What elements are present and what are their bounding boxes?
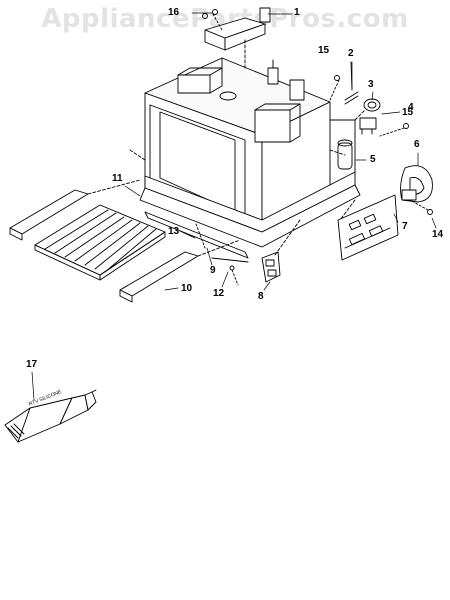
callout-1: 1 [294, 7, 300, 18]
callout-6: 6 [414, 139, 420, 150]
callout-7: 7 [402, 221, 408, 232]
part-9-trim [211, 257, 249, 263]
callout-15b: 15 [402, 107, 414, 118]
part-10-rail [119, 239, 241, 303]
oven-rack [34, 204, 166, 281]
callout-13: 13 [168, 226, 180, 237]
part-17-rtv-tube [4, 389, 97, 443]
callout-12: 12 [213, 288, 225, 299]
part-5-capacitor [337, 139, 353, 170]
callout-15a: 15 [318, 45, 330, 56]
part-3-thermostat [363, 98, 381, 112]
part-15-screw-a [329, 75, 340, 101]
callout-11: 11 [112, 173, 123, 184]
part-14-screw [409, 199, 433, 215]
callout-10: 10 [181, 283, 193, 294]
oven-cabinet [139, 57, 361, 248]
part-8-latch [261, 251, 281, 283]
leader-lines [31, 12, 437, 401]
part-15-screw-b [379, 123, 409, 137]
callout-4: 4 [408, 102, 414, 113]
callout-14: 14 [432, 229, 444, 240]
callout-2: 2 [348, 48, 354, 59]
part-7-control-board [337, 194, 399, 261]
callout-17: 17 [26, 359, 38, 370]
callout-8: 8 [258, 291, 264, 302]
callout-5: 5 [370, 154, 376, 165]
callout-3: 3 [368, 79, 374, 90]
part-4-switch [359, 117, 377, 135]
part-12-screw [229, 265, 239, 286]
assembly-guides [129, 109, 366, 256]
part-6-fan [400, 165, 433, 203]
part-2-clip [344, 61, 359, 105]
callout-9: 9 [210, 265, 216, 276]
callout-16: 16 [168, 7, 180, 18]
top-components [177, 59, 305, 143]
part-1-bracket [204, 7, 271, 71]
part-11-rail [9, 179, 141, 241]
part-16-screw [202, 9, 223, 31]
